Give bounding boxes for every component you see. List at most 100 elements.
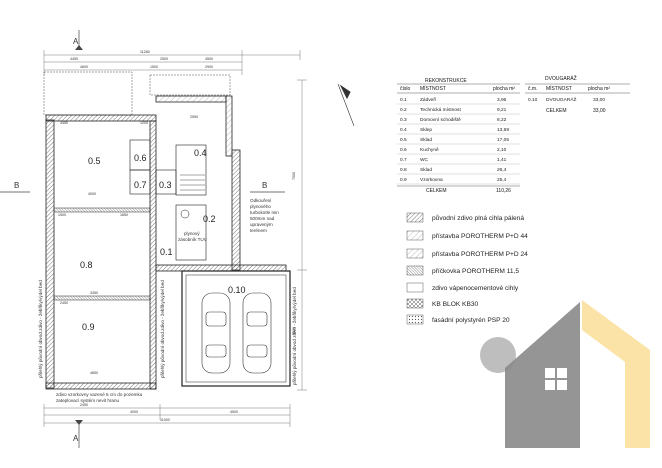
table-cell-c: 0.1 <box>400 97 407 103</box>
svg-text:Odkouření: Odkouření <box>250 198 272 203</box>
section-label-a-bottom: A <box>73 434 79 443</box>
table-cell-c: 0.5 <box>400 137 407 143</box>
legend-swatch-5 <box>406 298 424 309</box>
table-cell-c: 0.9 <box>400 177 407 183</box>
table-g-total-value: 33,00 <box>593 108 606 114</box>
note-left-vertical-1: přilehlý původní obvod.zdivo - žebříky/v… <box>37 280 43 378</box>
room-0-9-label: 0.9 <box>82 322 95 332</box>
room-0-2-label: 0.2 <box>203 214 216 224</box>
dim-top2-3: 2900 <box>205 65 213 69</box>
table-cell-c: 0.7 <box>400 157 407 163</box>
dim-bottom-2: 4000 <box>130 410 138 414</box>
table-cell-area: 25,4 <box>497 177 507 183</box>
section-marker-b-left: B <box>0 181 30 193</box>
legend-swatch-4 <box>406 282 424 293</box>
table-cell-area: 13,69 <box>497 127 509 133</box>
room-0-1-label: 0.1 <box>160 247 173 257</box>
dim-top-3: 4500 <box>205 57 213 61</box>
car-left-icon <box>201 292 231 374</box>
table-title-rekonstrukce: REKONSTRUKCE <box>425 78 467 84</box>
note-odkoureni: Odkouření plynového turbokotle min 500mm… <box>250 198 279 233</box>
section-marker-b-right: B <box>250 181 285 193</box>
table-cell-name: Sklep <box>420 127 432 133</box>
table-cell-c: 0.4 <box>400 127 407 133</box>
table-g-total-label: CELKEM <box>546 108 567 114</box>
dim-right-lower: 5900 <box>292 327 296 335</box>
legend-swatch-0 <box>406 212 424 223</box>
note-bottom: zdivo vzorkovny vazené 5 cm do pozemku z… <box>56 392 143 403</box>
dim-top-total: 11280 <box>140 50 150 54</box>
dim-inner-4: 1500 <box>58 213 66 217</box>
dim-inner-6: 1650 <box>120 213 128 217</box>
svg-text:500mm nad: 500mm nad <box>250 216 275 221</box>
house-logo-watermark <box>480 300 650 448</box>
table-cell-name: Vzorkovna <box>420 177 443 183</box>
table-cell-name: WC <box>420 157 429 163</box>
room-0-4-label: 0.4 <box>194 148 207 158</box>
table-cell-area: 2,10 <box>497 147 507 153</box>
table-cell-area: 9,21 <box>497 107 507 113</box>
dim-right-upper: 7000 <box>292 172 296 180</box>
table-cell-g-c: 0.10 <box>528 97 538 103</box>
legend-label-5: KB BLOK KB30 <box>432 301 479 308</box>
legend-label-3: příčkovka POROTHERM 11,5 <box>432 268 519 275</box>
table-total-value: 110,26 <box>496 188 511 194</box>
table-cell-area: 17,05 <box>497 137 509 143</box>
dimension-chain-right <box>297 79 307 391</box>
svg-text:plynového: plynového <box>250 204 271 209</box>
table-cell-c: 0.6 <box>400 147 407 153</box>
table-header-plocha: plocha m² <box>493 86 515 92</box>
legend-swatch-3 <box>406 265 424 276</box>
legend-swatch-6 <box>406 314 424 325</box>
materials-legend: původní zdivo plná cihla pálená přístavb… <box>406 212 528 325</box>
table-title-dvougaraz: DVOUGARÁŽ <box>545 74 577 82</box>
section-marker-a-bottom: A <box>73 420 83 448</box>
table-header-plocha-g: plocha m² <box>588 86 610 92</box>
legend-label-6: fasádní polystyrén PSP 20 <box>432 317 510 324</box>
table-cell-c: 0.2 <box>400 107 407 113</box>
table-cell-name: Zádveří <box>420 97 437 103</box>
room-0-6-label: 0.6 <box>134 153 147 163</box>
note-right-vertical: přilehlý původní obvod zdivo - žebříky/v… <box>291 287 297 385</box>
svg-text:terénem: terénem <box>250 228 267 233</box>
table-total-label: CELKEM <box>426 188 447 194</box>
table-header-cislo: číslo <box>400 86 411 92</box>
note-plynovy-zasobnik: plynový zásobník TUV <box>178 231 208 242</box>
north-arrow-icon <box>337 83 355 127</box>
table-rekonstrukce: REKONSTRUKCE číslo MÍSTNOST plocha m² 0.… <box>397 78 520 194</box>
room-0-8-label: 0.8 <box>80 260 93 270</box>
table-cell-name: Sklad <box>420 167 432 173</box>
dim-top-1: 4450 <box>70 57 78 61</box>
legend-label-4: zdivo vápenocementové cihly <box>432 285 519 292</box>
dim-inner-7: 3450 <box>90 291 98 295</box>
table-cell-g-name: DVOUGARÁŽ <box>546 95 576 103</box>
car-right-icon <box>242 292 272 374</box>
dimension-chains-top <box>43 50 301 75</box>
table-header-cm: č.m. <box>528 86 537 92</box>
svg-text:upraveným: upraveným <box>250 222 273 227</box>
svg-text:zdivo vzorkovny vazené 5 cm do: zdivo vzorkovny vazené 5 cm do pozemku <box>56 392 143 397</box>
dim-top-2: 2500 <box>160 57 168 61</box>
legend-label-1: přístavba POROTHERM P+D 44 <box>432 233 528 240</box>
svg-text:turbokotle min: turbokotle min <box>250 210 279 215</box>
section-label-b-left: B <box>14 181 19 190</box>
room-0-5-label: 0.5 <box>88 156 101 166</box>
table-cell-c: 0.8 <box>400 167 407 173</box>
table-header-mistnost-g: MÍSTNOST <box>546 85 572 92</box>
legend-swatch-1 <box>406 230 424 241</box>
legend-swatch-2 <box>406 248 424 259</box>
table-cell-name: Domovní schodiště <box>420 117 461 123</box>
dim-inner-3: 2550 <box>190 115 198 119</box>
svg-text:plynový: plynový <box>184 231 200 236</box>
table-cell-name: Sklad <box>420 137 432 143</box>
table-cell-c: 0.3 <box>400 117 407 123</box>
dim-inner-8: 2450 <box>60 301 68 305</box>
table-cell-area: 8,22 <box>497 117 507 123</box>
table-dvougaraz: DVOUGARÁŽ č.m. MÍSTNOST plocha m² 0.10 D… <box>525 74 630 114</box>
note-left-vertical-2: přilehlý původní obvod.zdivo - žebříky/v… <box>159 280 165 378</box>
section-label-a-top: A <box>73 37 79 46</box>
dim-inner-5: 4000 <box>88 192 96 196</box>
table-cell-area: 26,4 <box>497 167 507 173</box>
legend-label-0: původní zdivo plná cihla pálená <box>432 214 524 222</box>
